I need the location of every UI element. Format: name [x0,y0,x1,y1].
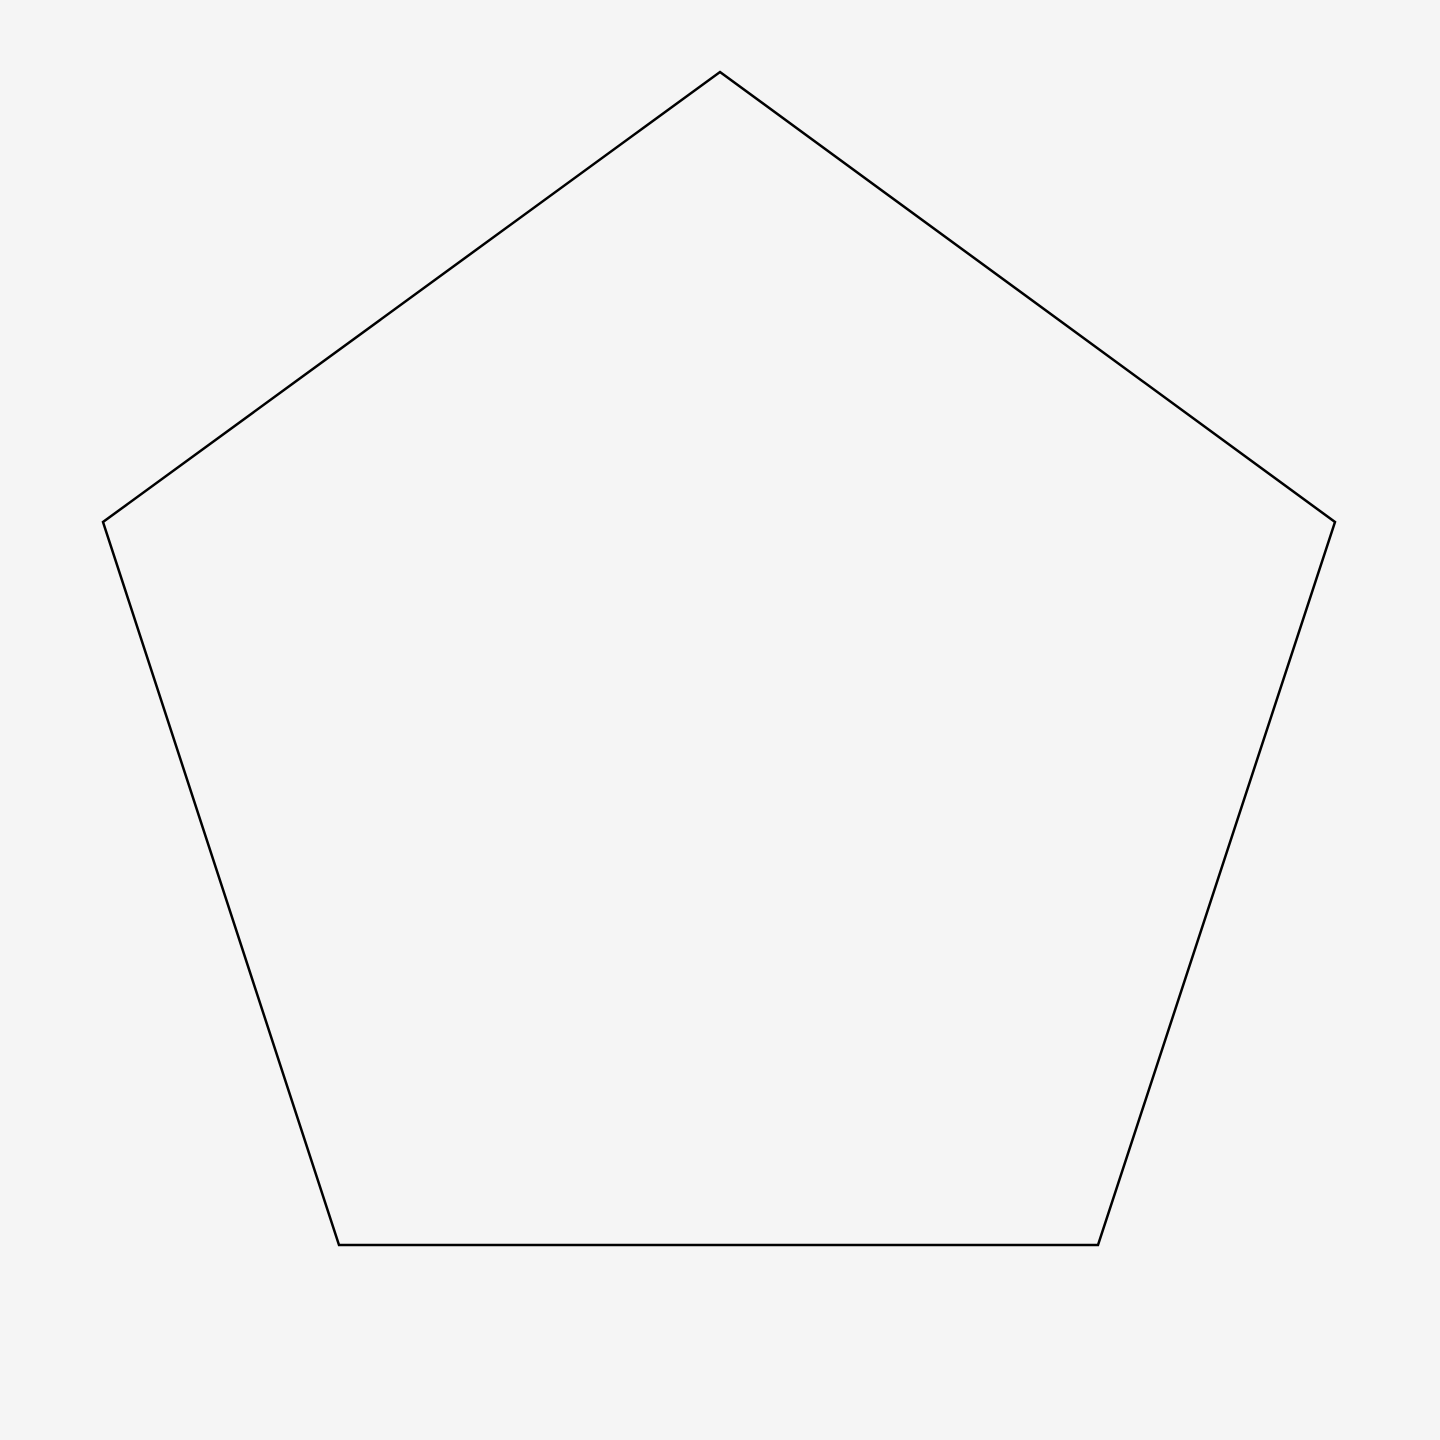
pentagon-outline [101,70,1337,1247]
